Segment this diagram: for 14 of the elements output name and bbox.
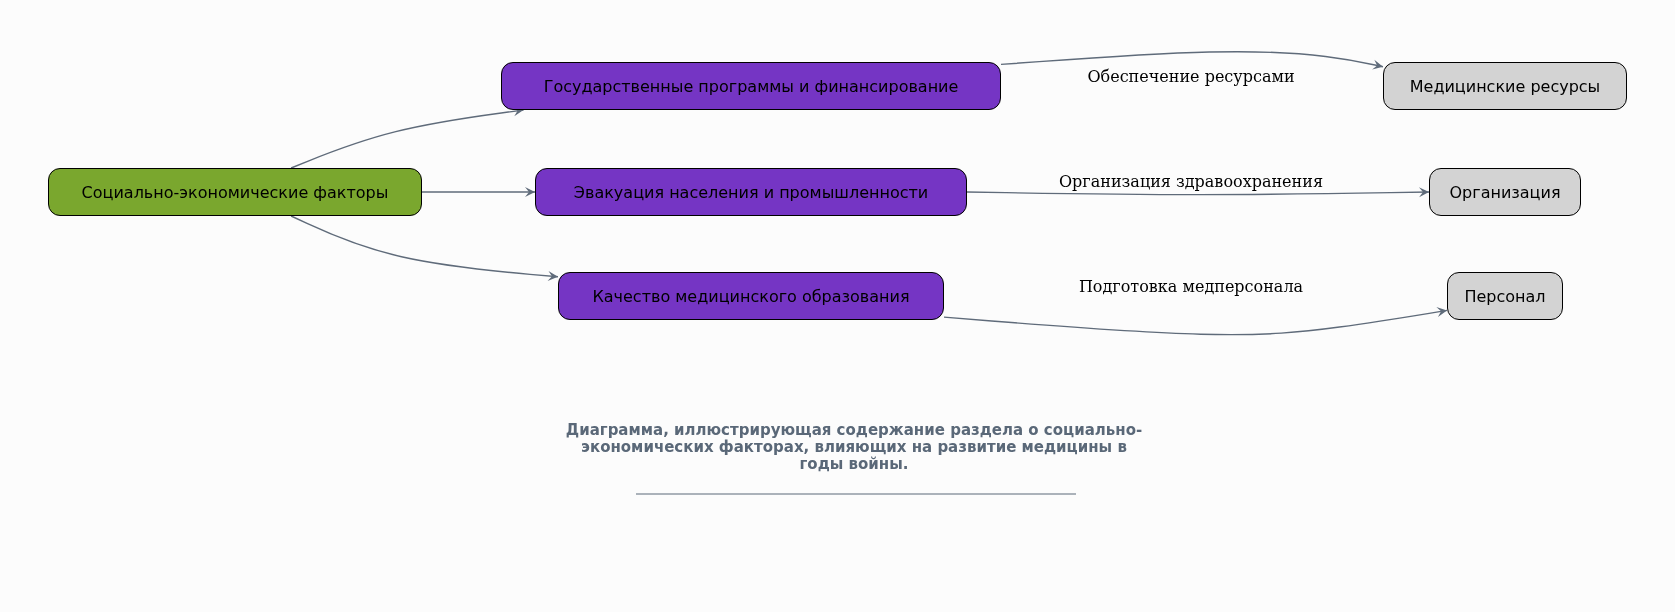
process-box: Эвакуация населения и промышленности (535, 168, 967, 216)
process-box: Государственные программы и финансирование (501, 62, 1001, 110)
process-box: Организация (1429, 168, 1581, 216)
arrow (966, 187, 1430, 198)
arrow (943, 307, 1448, 336)
process-box: Персонал (1447, 272, 1563, 320)
arrow (290, 215, 559, 281)
process-box: Социально-экономические факторы (48, 168, 422, 216)
arrow (421, 187, 536, 197)
caption: Диаграмма, иллюстрирующая содержание раздела о социально-экономических факторах, влияющих на развитие медицины в годы войны. (564, 422, 1144, 473)
edge-label: Обеспечение ресурсами (1085, 66, 1297, 86)
arrow (1000, 51, 1384, 70)
process-box: Качество медицинского образования (558, 272, 944, 320)
process-box: Медицинские ресурсы (1383, 62, 1627, 110)
